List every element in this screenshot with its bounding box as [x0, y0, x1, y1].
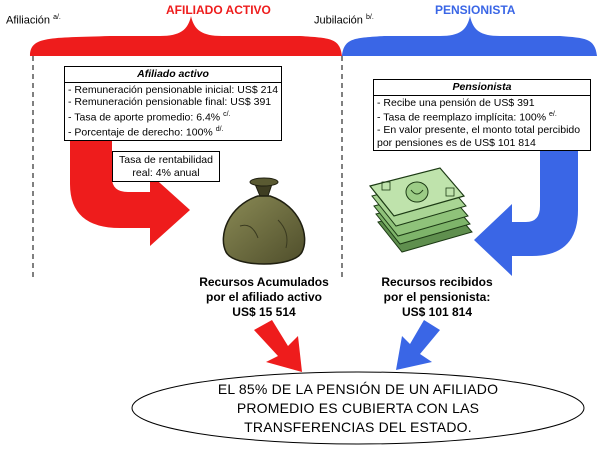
red-down-arrow — [254, 320, 302, 372]
rate-of-return-box: Tasa de rentabilidad real: 4% anual — [112, 151, 220, 182]
pensioner-box-item: - Recibe una pensión de US$ 391 — [377, 96, 535, 109]
blue-down-arrow — [396, 320, 440, 370]
pensioner-box-item: - Tasa de reemplazo implícita: 100% e/. — [377, 111, 557, 124]
active-box-item: - Remuneración pensionable inicial: US$ … — [68, 83, 279, 96]
rate-line-1: Tasa de rentabilidad — [119, 154, 213, 166]
received-summary: Recursos recibidos por el pensionista: U… — [366, 275, 508, 320]
rate-line-2: real: 4% anual — [132, 166, 200, 179]
active-phase-label: AFILIADO ACTIVO — [166, 3, 271, 17]
affiliation-label: Afiliación a/. — [6, 14, 61, 27]
pensioner-box-title: Pensionista — [374, 80, 590, 96]
pensioner-phase-brace — [342, 16, 597, 56]
blue-curved-arrow — [474, 138, 578, 276]
pensioner-box-list: - Recibe una pensión de US$ 391 - Tasa d… — [374, 96, 590, 151]
cash-stack-icon — [368, 167, 473, 253]
pensioner-box: Pensionista - Recibe una pensión de US$ … — [373, 79, 591, 151]
money-bag-icon — [222, 177, 306, 265]
active-affiliate-box: Afiliado activo - Remuneración pensionab… — [64, 66, 282, 141]
active-box-item: - Tasa de aporte promedio: 6.4% c/. — [68, 110, 231, 124]
active-box-item: - Porcentaje de derecho: 100% d/. — [68, 125, 224, 139]
pensioner-phase-label: PENSIONISTA — [435, 3, 516, 17]
active-box-item: - Remuneración pensionable final: US$ 39… — [68, 96, 272, 108]
pensioner-box-item: - En valor presente, el monto total perc… — [377, 124, 581, 136]
accumulated-amount: US$ 15 514 — [232, 305, 296, 319]
active-phase-brace — [30, 16, 342, 56]
active-box-list: - Remuneración pensionable inicial: US$ … — [65, 83, 281, 140]
pensioner-box-item: por pensiones es de US$ 101 814 — [377, 136, 536, 149]
accumulated-summary: Recursos Acumulados por el afiliado acti… — [176, 275, 352, 320]
conclusion-text: EL 85% DE LA PENSIÓN DE UN AFILIADO PROM… — [217, 381, 499, 435]
retirement-label: Jubilación b/. — [314, 14, 374, 27]
retirement-note: b/. — [365, 14, 374, 21]
affiliation-note: a/. — [53, 14, 61, 21]
active-box-title: Afiliado activo — [65, 67, 281, 83]
red-curved-arrow — [70, 140, 190, 246]
received-amount: US$ 101 814 — [401, 305, 473, 319]
conclusion-oval — [131, 371, 585, 445]
